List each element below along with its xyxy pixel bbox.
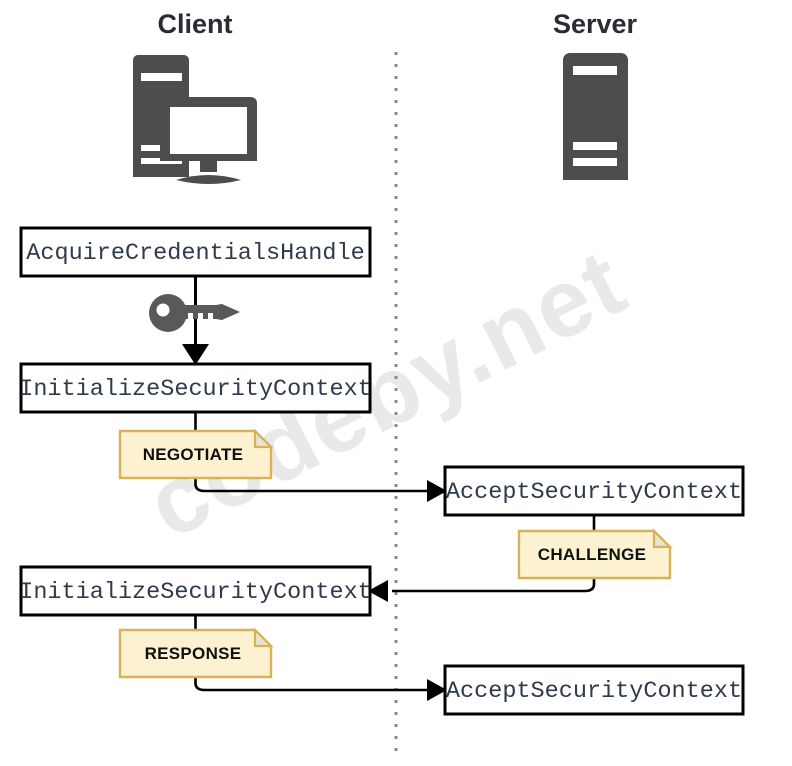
note-label: CHALLENGE [538,545,646,564]
desktop-computer-icon [133,55,257,184]
step-label: InitializeSecurityContext [19,376,372,403]
step-box[interactable] [443,465,745,517]
key-icon [149,294,240,332]
server-tower-icon [563,53,628,180]
note-challenge[interactable]: CHALLENGE [517,528,673,580]
step-initialize-security-context-2[interactable]: InitializeSecurityContext [19,565,372,617]
message-response: RESPONSE [118,615,447,701]
note-label: RESPONSE [145,644,242,663]
step-label: AcceptSecurityContext [446,479,742,506]
note-label: NEGOTIATE [143,445,244,464]
message-challenge: CHALLENGE [368,515,673,602]
step-initialize-security-context-1[interactable]: InitializeSecurityContext [19,362,372,414]
step-accept-security-context-1[interactable]: AcceptSecurityContext [443,465,745,517]
step-box[interactable] [19,226,372,278]
step-label: AcquireCredentialsHandle [26,240,364,267]
lane-title-server: Server [553,9,638,39]
note-negotiate[interactable]: NEGOTIATE [118,428,274,480]
step-acquire-credentials-handle[interactable]: AcquireCredentialsHandle [19,226,372,278]
step-box[interactable] [443,664,745,716]
step-box[interactable] [19,362,372,414]
step-label: AcceptSecurityContext [446,678,742,705]
credential-flow-connector [149,276,240,365]
step-accept-security-context-2[interactable]: AcceptSecurityContext [443,664,745,716]
step-label: InitializeSecurityContext [19,579,372,606]
lane-title-client: Client [157,9,232,39]
note-response[interactable]: RESPONSE [118,627,274,679]
message-negotiate: NEGOTIATE [118,412,447,502]
